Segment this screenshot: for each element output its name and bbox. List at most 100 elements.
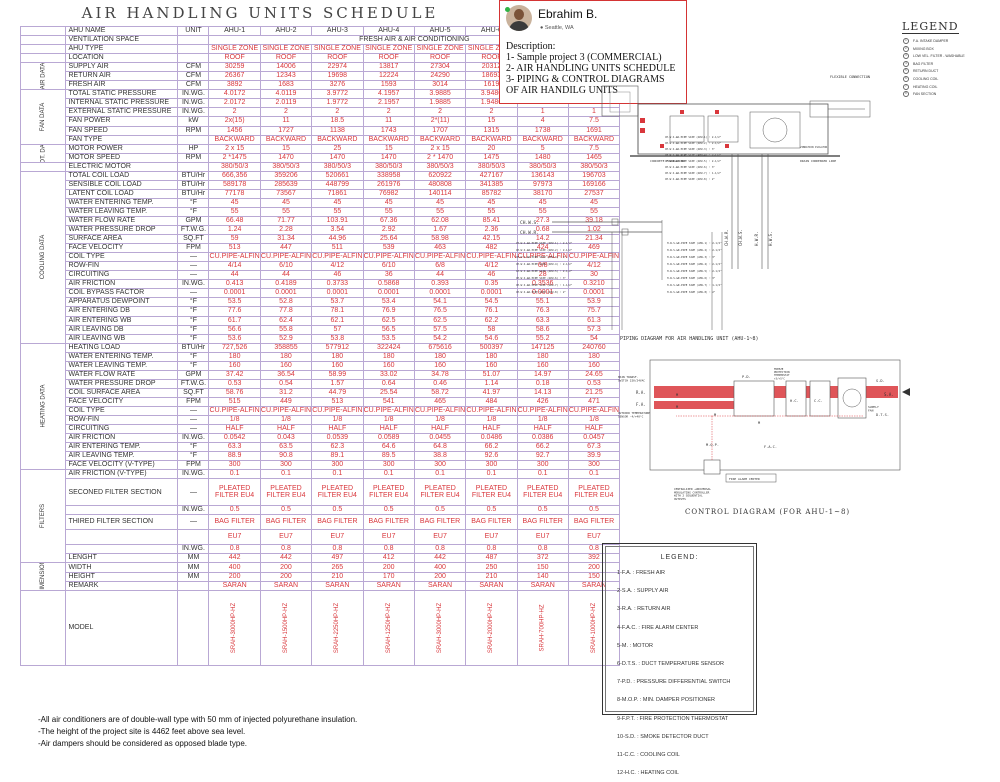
svg-text:M.O.P.: M.O.P. (706, 443, 719, 447)
row-unit: FT.W.G. (177, 378, 210, 389)
model-value: SRAH-3000HP-HZ (437, 602, 444, 653)
value-cell: 15 (362, 143, 415, 154)
value-cell: 1470 (259, 152, 313, 163)
value-cell: 76982 (362, 188, 415, 199)
value-cell: 64.8 (413, 442, 467, 453)
value-cell: 76.9 (362, 306, 415, 317)
value-cell: 66.2 (516, 442, 569, 453)
row-label: WATER PRESSURE DROP (65, 225, 179, 236)
value-cell: 1.14 (465, 378, 518, 389)
value-cell: BACKWARD (465, 134, 518, 145)
value-cell: EU7 (465, 529, 518, 546)
value-cell: 2 (413, 107, 467, 118)
row-unit: FPM (177, 460, 210, 471)
value-cell: CU.PIPE-ALFIN (567, 405, 621, 417)
group-label-cell: AIR DATA (19, 62, 67, 91)
legend-item: 12-H.C. : HEATING COIL (617, 770, 679, 777)
value-cell: 0.8 (208, 544, 261, 555)
row-unit: IN.WG. (177, 469, 210, 480)
row-unit: — (177, 424, 210, 435)
value-cell: 442 (208, 553, 261, 564)
damper-marker (640, 128, 645, 133)
value-cell: 2.92 (362, 225, 415, 236)
model-cell: SRAH-1500HP-HZ (259, 589, 313, 666)
value-cell: 589178 (208, 179, 261, 190)
value-cell: 56.5 (362, 324, 415, 335)
model-value: SRAH-1500HP-HZ (282, 602, 289, 653)
profile-card[interactable]: Ebrahim B. ● Seattle, WA Description: 1-… (499, 0, 687, 104)
svg-text:CH.W.S.&R.PIPE SIZE (AHU-7) :: CH.W.S.&R.PIPE SIZE (AHU-7) : 1-1/2" (665, 171, 722, 175)
value-cell: 0.5 (311, 505, 364, 516)
value-cell: BAG FILTER (567, 514, 621, 531)
svg-text:H.W.S.&R.PIPE SIZE (AHU-5) :: H.W.S.&R.PIPE SIZE (AHU-5) : 2-1/2" (667, 269, 722, 273)
value-cell: 1470 (362, 152, 415, 163)
value-cell: CU.PIPE-ALFIN (362, 405, 415, 417)
value-cell: SINGLE ZONE (208, 44, 261, 55)
value-cell: SARAN (208, 580, 261, 591)
value-cell: 25.54 (362, 387, 415, 398)
value-cell: 300 (362, 460, 415, 471)
value-cell: 341385 (465, 179, 518, 190)
value-cell: BAG FILTER (413, 514, 467, 531)
value-cell: 1315 (465, 125, 518, 136)
value-cell: 196703 (567, 170, 621, 181)
value-cell: BACKWARD (413, 134, 467, 145)
description-line: OF AIR HANDILG UNITS (506, 85, 618, 96)
value-cell: CU.PIPE-ALFIN (311, 252, 364, 263)
header-ahu: AHU-1 (208, 25, 261, 37)
value-cell: 71.77 (259, 215, 313, 227)
value-cell: 442 (413, 553, 467, 564)
value-cell: 0.8 (362, 544, 415, 555)
avatar[interactable] (506, 5, 532, 31)
row-unit (177, 580, 210, 591)
user-name[interactable]: Ebrahim B. (538, 7, 598, 21)
value-cell: 471 (567, 396, 621, 407)
value-cell: 13817 (362, 62, 415, 73)
legend-item: 8-M.O.P. : MIN. DAMPER POSITIONER (617, 697, 715, 704)
value-cell: 480808 (413, 179, 467, 190)
row-label: FAN SPEED (65, 125, 179, 136)
row-unit (177, 529, 210, 546)
value-cell: 180 (362, 351, 415, 362)
value-cell: EU7 (259, 529, 313, 546)
table-row: SECONED FILTER SECTION—PLEATED FILTER EU… (21, 478, 621, 507)
value-cell: 0.1 (259, 469, 313, 480)
value-cell: 45 (259, 197, 313, 208)
group-cell (19, 161, 67, 172)
row-unit: MM (177, 553, 210, 564)
value-cell: 54.2 (413, 333, 467, 344)
value-cell: 0.8 (259, 544, 313, 555)
value-cell: 0.8 (516, 544, 569, 555)
group-label-cell: FAN DATA (19, 89, 67, 145)
section-pipe-size-list: CH.W.S.&R.PIPE SIZE (AHU-1) : 2-1/2" CH.… (665, 135, 722, 181)
row-unit: FPM (177, 243, 210, 254)
value-cell: 45 (311, 197, 364, 208)
value-cell: 39.18 (567, 215, 621, 227)
value-cell: BAG FILTER (465, 514, 518, 531)
value-cell: BACKWARD (567, 134, 621, 145)
row-unit: °F (177, 315, 210, 326)
value-cell: 200 (413, 571, 467, 582)
group-label-cell: DIMENSION (19, 562, 67, 591)
value-cell: SARAN (311, 580, 364, 591)
value-cell: 0.1 (465, 469, 518, 480)
value-cell: 92.7 (516, 451, 569, 462)
value-cell: 250 (465, 562, 518, 573)
value-cell: 0.5 (567, 505, 621, 516)
row-label (65, 505, 179, 516)
group-label: HEATING DATA (40, 384, 47, 428)
value-cell: 380/50/3 (567, 161, 621, 172)
value-cell: 0.413 (208, 279, 261, 290)
value-cell: 1/8 (259, 415, 313, 426)
value-cell: 30259 (208, 62, 261, 73)
value-cell: 1/8 (208, 415, 261, 426)
value-cell: 1.24 (208, 225, 261, 236)
value-cell: 620922 (413, 170, 467, 181)
value-cell: CU.PIPE-ALFIN (516, 405, 569, 417)
value-cell: 180 (567, 351, 621, 362)
